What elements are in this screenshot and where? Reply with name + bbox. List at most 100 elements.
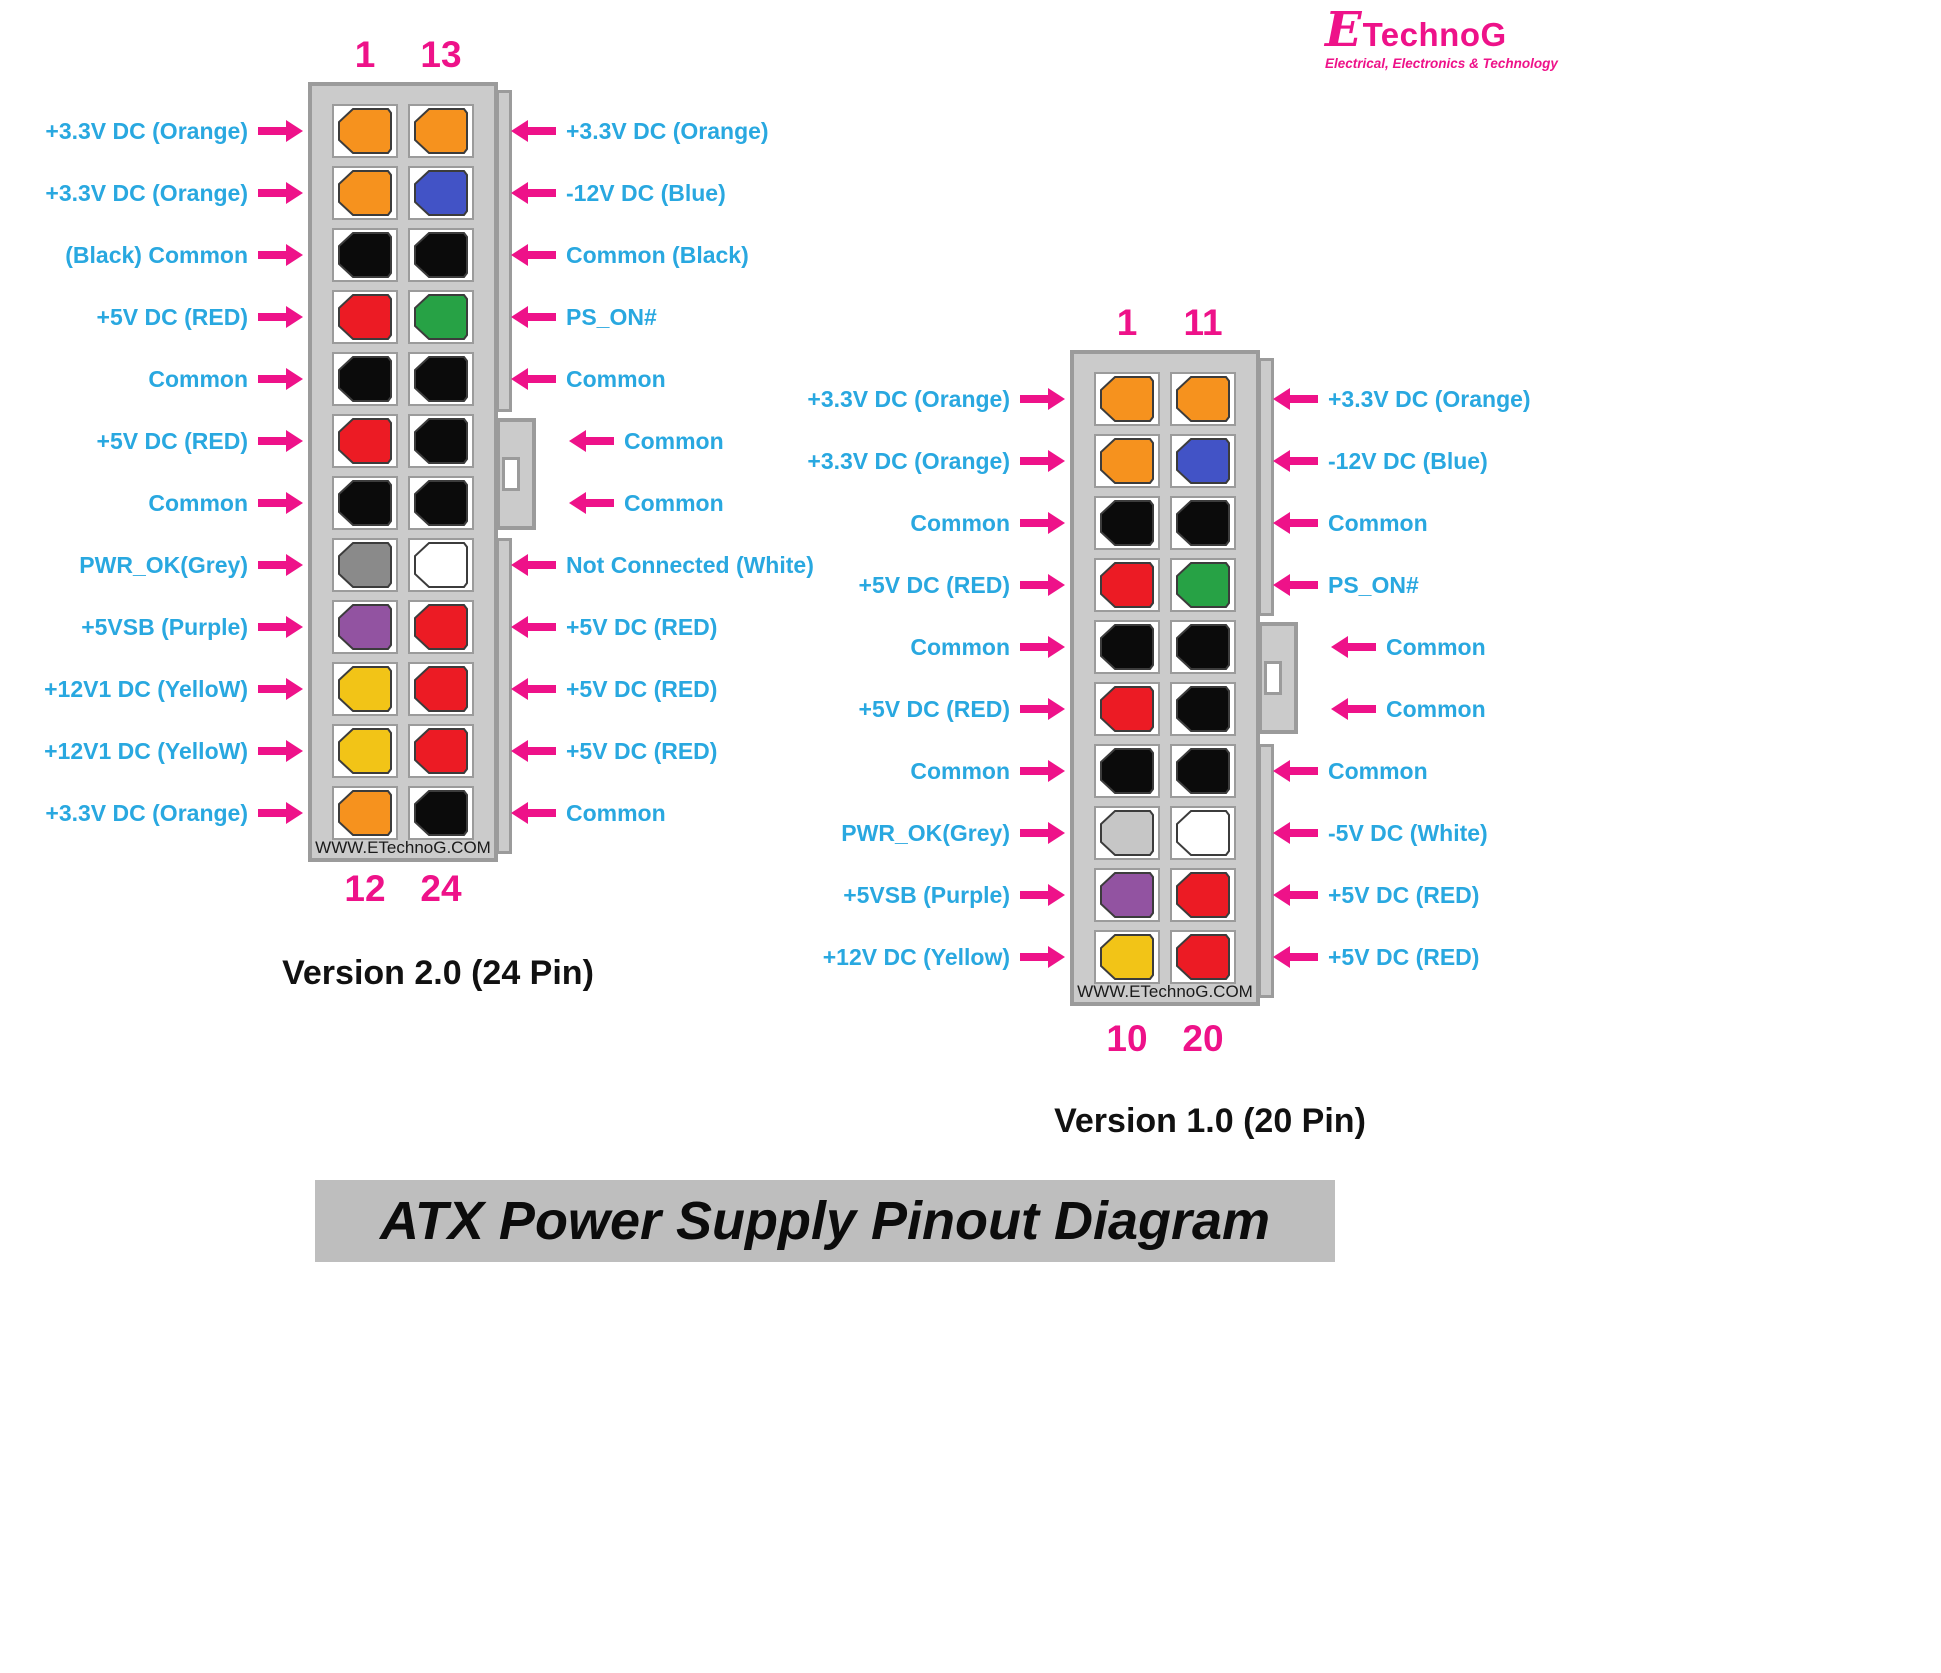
pin-cell: [1094, 930, 1160, 984]
pin-red: [414, 728, 468, 774]
pin-label: +5V DC (RED): [858, 571, 1010, 598]
pin-label-row: +3.3V DC (Orange): [498, 100, 918, 162]
pin-black: [414, 480, 468, 526]
pin-yellow: [338, 666, 392, 712]
pin-label: +3.3V DC (Orange): [45, 179, 248, 206]
pin-label-row: Common: [28, 348, 308, 410]
pin-label: PWR_OK(Grey): [79, 551, 248, 578]
pin-orange: [338, 790, 392, 836]
pin-cell: [408, 414, 474, 468]
pin-label-row: +5V DC (RED): [790, 678, 1070, 740]
pin-label-row: Common: [790, 616, 1070, 678]
pin-cell: [332, 290, 398, 344]
pin-label-row: +3.3V DC (Orange): [1260, 368, 1680, 430]
pin-cell: [408, 538, 474, 592]
pin-cell: [1170, 558, 1236, 612]
pin-label: -12V DC (Blue): [1328, 447, 1488, 474]
pointer-arrow-right-icon: [258, 437, 286, 445]
pin-cell: [1094, 620, 1160, 674]
pin-cell: [332, 786, 398, 840]
pin-number-bottom-right: 20: [1182, 1018, 1224, 1059]
pin-grid-20pin: [1094, 368, 1236, 988]
pin-label: Common: [1328, 509, 1428, 536]
pin-cell: [332, 352, 398, 406]
pin-label-row: Not Connected (White): [498, 534, 918, 596]
connector-rail-bottom: [1258, 744, 1274, 998]
pin-label-row: PS_ON#: [498, 286, 918, 348]
pin-label-row: +5V DC (RED): [1260, 864, 1680, 926]
pin-cell: [408, 166, 474, 220]
pin-label: +3.3V DC (Orange): [45, 117, 248, 144]
pin-cell: [332, 724, 398, 778]
pin-red: [1100, 686, 1154, 732]
pointer-arrow-left-icon: [1290, 395, 1318, 403]
pin-label-row: PWR_OK(Grey): [28, 534, 308, 596]
pin-label-row: Common: [498, 782, 918, 844]
pin-label-row: +3.3V DC (Orange): [28, 162, 308, 224]
pointer-arrow-right-icon: [258, 375, 286, 383]
page-title: ATX Power Supply Pinout Diagram: [379, 1191, 1271, 1251]
pin-cell: [1170, 620, 1236, 674]
pin-number-top-left: 1: [1116, 302, 1138, 343]
pin-label: +5V DC (RED): [566, 613, 718, 640]
pin-label-row: +5V DC (RED): [1260, 926, 1680, 988]
pointer-arrow-left-icon: [528, 747, 556, 755]
pin-label: Common: [910, 757, 1010, 784]
pointer-arrow-left-icon: [528, 251, 556, 259]
pin-label: Common: [624, 427, 724, 454]
pin-label-row: Common: [790, 492, 1070, 554]
pin-grid-24pin: [332, 100, 474, 844]
pin-green: [1176, 562, 1230, 608]
pointer-arrow-left-icon: [528, 809, 556, 817]
pin-label-row: +5V DC (RED): [498, 720, 918, 782]
pin-label: -12V DC (Blue): [566, 179, 726, 206]
caption-24pin: Version 2.0 (24 Pin): [282, 954, 594, 992]
connector-body-24pin: WWW.ETechnoG.COM: [308, 82, 536, 862]
pin-label-row: Common (Black): [498, 224, 918, 286]
pin-yellow: [338, 728, 392, 774]
pin-label-row: Common: [1260, 740, 1680, 802]
pointer-arrow-left-icon: [1290, 457, 1318, 465]
etechnog-logo: ETechnoG Electrical, Electronics & Techn…: [1325, 6, 1585, 71]
pin-label-row: (Black) Common: [28, 224, 308, 286]
pin-red: [338, 294, 392, 340]
pointer-arrow-right-icon: [1020, 829, 1048, 837]
pin-label-row: Common: [498, 348, 918, 410]
pin-label-row: +5V DC (RED): [498, 596, 918, 658]
pin-label-row: +5V DC (RED): [498, 658, 918, 720]
pointer-arrow-left-icon: [1290, 767, 1318, 775]
pointer-arrow-right-icon: [1020, 395, 1048, 403]
pin-number-bottom-right: 24: [420, 868, 462, 909]
pin-label-row: Common: [1260, 678, 1680, 740]
pin-orange: [1176, 376, 1230, 422]
pin-cell: [408, 104, 474, 158]
pin-purple: [1100, 872, 1154, 918]
pin-label-row: +3.3V DC (Orange): [790, 368, 1070, 430]
pin-red: [1176, 934, 1230, 980]
connector-24pin: 1 13 +3.3V DC (Orange)+3.3V DC (Orange)(…: [28, 34, 928, 1084]
pin-number-top-right: 13: [420, 34, 462, 75]
pin-label: Common (Black): [566, 241, 749, 268]
pin-cell: [332, 600, 398, 654]
pin-green: [414, 294, 468, 340]
pin-label: +5V DC (RED): [96, 427, 248, 454]
pin-label-row: -12V DC (Blue): [1260, 430, 1680, 492]
pointer-arrow-right-icon: [1020, 457, 1048, 465]
pointer-arrow-left-icon: [1348, 705, 1376, 713]
pin-red: [338, 418, 392, 464]
pin-orange: [414, 108, 468, 154]
pointer-arrow-right-icon: [258, 809, 286, 817]
connector-body-20pin: WWW.ETechnoG.COM: [1070, 350, 1298, 1006]
pin-number-top-right: 11: [1183, 302, 1223, 343]
pointer-arrow-right-icon: [258, 251, 286, 259]
pin-label: Common: [148, 489, 248, 516]
pin-black: [338, 480, 392, 526]
pin-cell: [1094, 434, 1160, 488]
pin-orange: [338, 170, 392, 216]
pin-blue: [414, 170, 468, 216]
pin-yellow: [1100, 934, 1154, 980]
pointer-arrow-right-icon: [258, 685, 286, 693]
pin-cell: [1170, 806, 1236, 860]
pin-label-row: +12V1 DC (YelloW): [28, 720, 308, 782]
